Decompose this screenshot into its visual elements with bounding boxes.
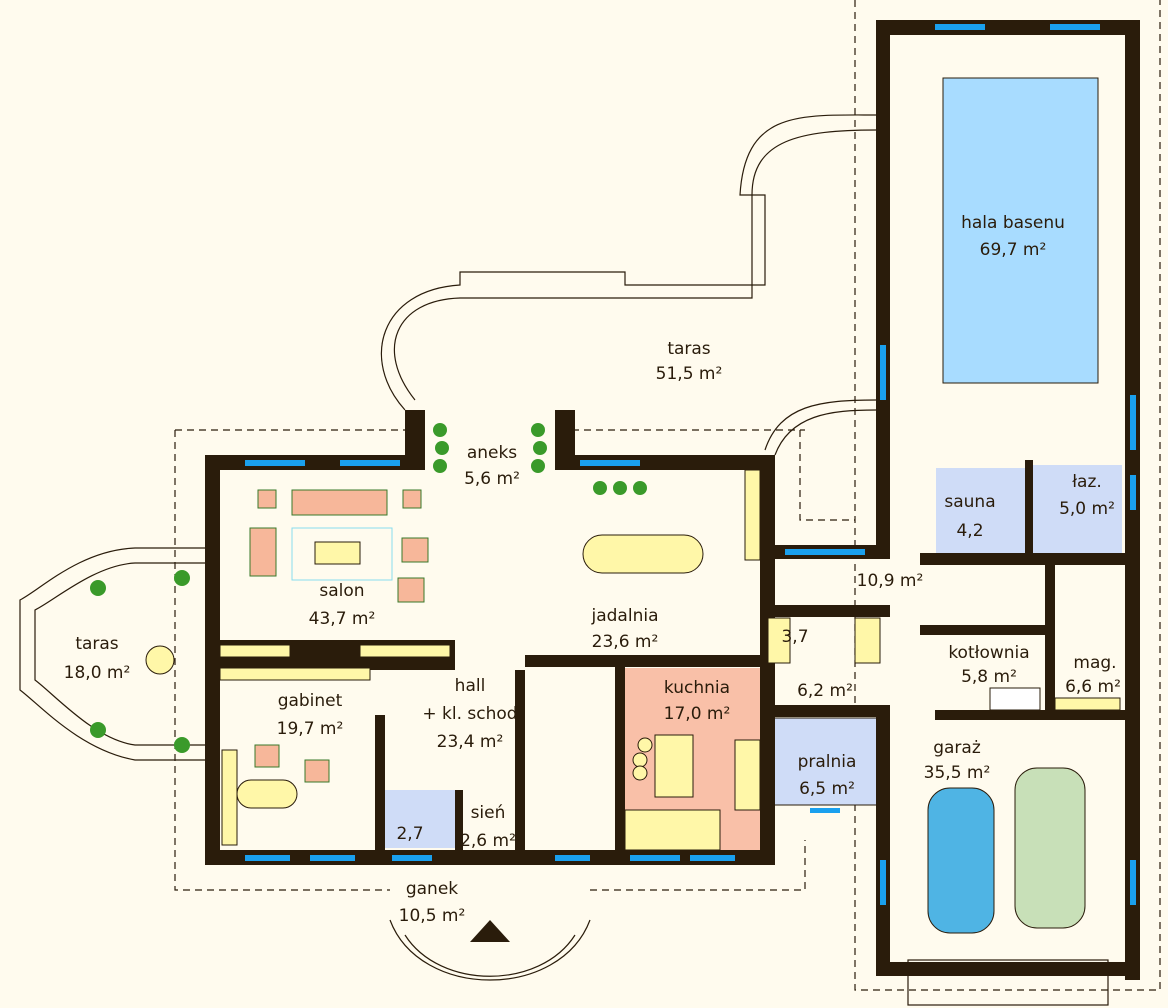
room-name: salon <box>319 581 364 601</box>
room-name: pralnia <box>798 752 857 772</box>
room-area: 69,7 m² <box>980 240 1047 260</box>
sauna-floor <box>936 468 1026 553</box>
room-area: 10,5 m² <box>399 906 466 926</box>
room-name: hall <box>455 676 486 696</box>
walls <box>205 20 1140 980</box>
room-area: 5,6 m² <box>464 469 520 489</box>
windows <box>245 24 1136 905</box>
terrace-outlines <box>19 114 1109 1006</box>
room-name: garaż <box>933 738 981 758</box>
room-area: 23,6 m² <box>592 632 659 652</box>
room-area: 2,6 m² <box>460 831 516 851</box>
room-labels: hala basenu 69,7 m² taras 51,5 m² aneks … <box>64 213 1121 926</box>
room-name: taras <box>667 339 710 359</box>
room-name-2: + kl. schod <box>422 704 517 724</box>
room-name: sień <box>471 803 506 823</box>
room-name: ganek <box>406 879 458 899</box>
room-area: 5,0 m² <box>1059 499 1115 519</box>
bathroom-floor <box>1032 465 1122 553</box>
room-area: 43,7 m² <box>309 609 376 629</box>
laundry-floor <box>769 717 881 806</box>
room-name: gabinet <box>278 691 343 711</box>
room-area: 5,8 m² <box>961 667 1017 687</box>
room-name: hala basenu <box>961 213 1065 233</box>
roof-outline <box>174 0 1161 991</box>
pool <box>942 77 1099 384</box>
furniture <box>145 469 1121 942</box>
room-area: 4,2 <box>956 521 983 541</box>
room-area: 18,0 m² <box>64 663 131 683</box>
plants <box>90 423 647 753</box>
room-name: sauna <box>944 492 995 512</box>
room-name: kotłownia <box>948 643 1029 663</box>
cars <box>927 767 1086 934</box>
room-area: 51,5 m² <box>656 364 723 384</box>
room-name: łaz. <box>1072 472 1102 492</box>
room-name: taras <box>75 634 118 654</box>
room-area: 23,4 m² <box>437 732 504 752</box>
room-area: 17,0 m² <box>664 704 731 724</box>
room-area: 19,7 m² <box>277 719 344 739</box>
room-area: 6,6 m² <box>1065 677 1121 697</box>
room-area: 10,9 m² <box>857 571 924 591</box>
wc-floor <box>385 790 455 848</box>
room-name: jadalnia <box>591 606 659 626</box>
room-area: 35,5 m² <box>924 763 991 783</box>
entrance-arrow-icon <box>470 920 510 942</box>
room-area: 6,2 m² <box>797 681 853 701</box>
room-name: aneks <box>467 443 517 463</box>
room-area: 2,7 <box>396 824 423 844</box>
room-area: 3,7 <box>781 627 808 647</box>
room-area: 6,5 m² <box>799 779 855 799</box>
room-name: mag. <box>1073 653 1116 673</box>
kitchen-counter <box>624 809 721 851</box>
room-name: kuchnia <box>664 678 730 698</box>
